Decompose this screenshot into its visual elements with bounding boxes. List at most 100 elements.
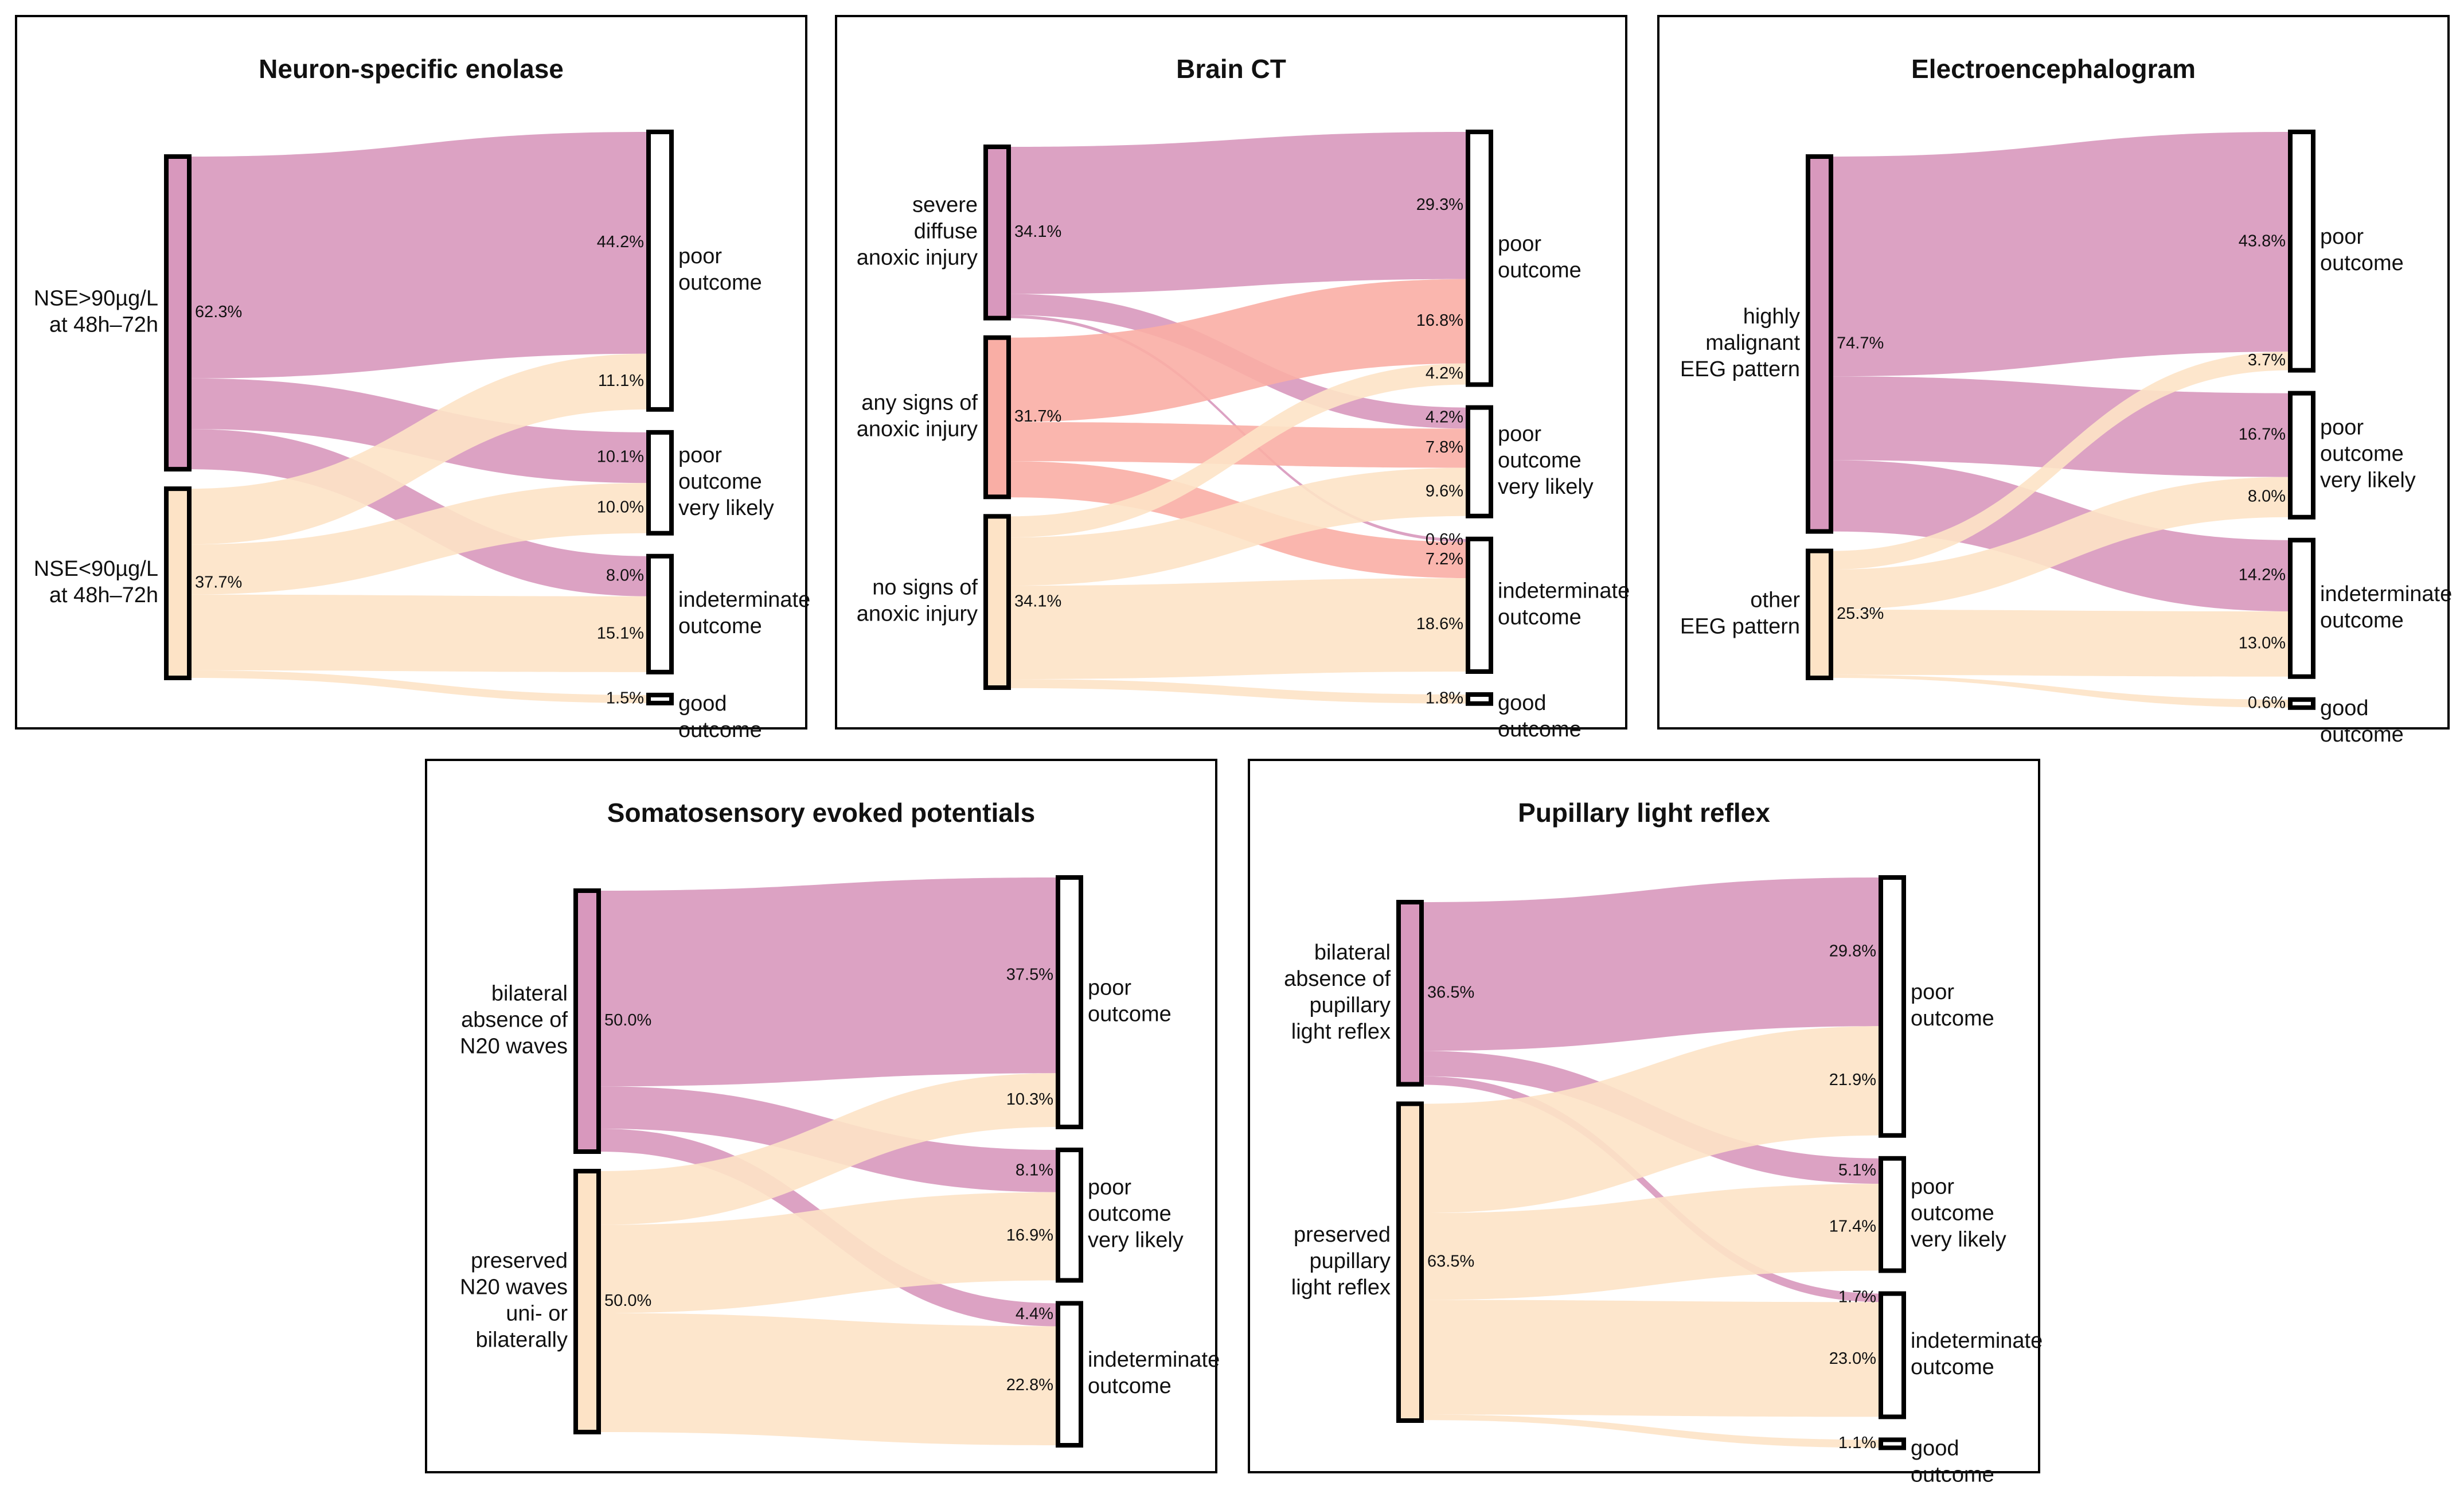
source-percent: 63.5% — [1427, 1252, 1474, 1270]
flow-percent: 18.6% — [1416, 615, 1463, 633]
flow-band — [1831, 674, 2290, 708]
panel-title: Brain CT — [1176, 54, 1286, 84]
flow-band — [1831, 352, 2290, 570]
flow-band — [189, 594, 649, 672]
source-node — [1396, 1101, 1424, 1423]
source-percent: 36.5% — [1427, 983, 1474, 1001]
source-node — [983, 514, 1011, 691]
panel-title: Somatosensory evoked potentials — [607, 798, 1035, 828]
flow-band — [599, 1192, 1058, 1313]
flow-group — [1422, 877, 1881, 1448]
flow-band — [1422, 1076, 1881, 1302]
target-node — [1056, 1147, 1083, 1283]
flow-group — [189, 132, 649, 703]
flow-percent: 10.1% — [597, 448, 644, 466]
target-node — [1879, 1291, 1906, 1419]
source-percent: 25.3% — [1837, 604, 1884, 623]
flow-band — [1422, 877, 1881, 1051]
panel-title: Electroencephalogram — [1911, 54, 2196, 84]
flow-band — [1009, 363, 1468, 538]
flow-percent: 11.1% — [598, 372, 644, 390]
target-node — [646, 430, 674, 536]
flow-percent: 0.6% — [1426, 531, 1463, 549]
flow-band — [1422, 1300, 1881, 1417]
source-node — [573, 888, 601, 1154]
flow-percent: 7.2% — [1426, 550, 1463, 568]
flow-percent: 5.1% — [1838, 1161, 1876, 1180]
flow-percent: 1.1% — [1838, 1434, 1876, 1452]
flow-band — [1009, 679, 1468, 704]
panel-title: Pupillary light reflex — [1518, 798, 1770, 828]
sankey-panel-4: Somatosensory evoked potentials bilateral… — [425, 759, 1220, 1473]
flow-percent: 14.2% — [2239, 566, 2286, 584]
panel-title: Neuron-specific enolase — [259, 54, 564, 84]
flow-band — [1422, 1026, 1881, 1214]
flow-percent: 21.9% — [1829, 1071, 1876, 1089]
flow-percent: 13.0% — [2239, 634, 2286, 653]
flow-percent: 1.5% — [606, 689, 644, 708]
flow-percent: 4.4% — [1016, 1305, 1053, 1323]
source-node — [983, 145, 1011, 321]
source-percent: 37.7% — [195, 574, 242, 592]
flow-percent: 17.4% — [1829, 1218, 1876, 1236]
source-percent: 50.0% — [604, 1011, 651, 1029]
flow-percent: 15.1% — [597, 624, 644, 642]
flow-percent: 10.0% — [597, 498, 644, 517]
target-node — [646, 130, 674, 412]
source-percent: 50.0% — [604, 1292, 651, 1310]
source-node — [983, 335, 1011, 500]
target-node — [1466, 536, 1493, 674]
flow-band — [189, 132, 649, 379]
flow-group — [599, 877, 1058, 1445]
flow-percent: 22.8% — [1006, 1376, 1053, 1394]
source-percent: 34.1% — [1014, 592, 1061, 610]
flow-band — [1009, 279, 1468, 422]
target-node — [646, 692, 674, 705]
flow-band — [599, 1073, 1058, 1225]
target-node — [1466, 405, 1493, 518]
flow-percent: 16.9% — [1006, 1226, 1053, 1245]
target-node — [2288, 391, 2315, 520]
flow-band — [189, 429, 649, 596]
target-node — [1466, 692, 1493, 706]
flow-band — [1831, 610, 2290, 677]
flow-band — [1831, 376, 2290, 477]
flow-percent: 10.3% — [1006, 1090, 1053, 1109]
panel-frame — [1657, 15, 2450, 730]
source-node — [164, 486, 192, 680]
flow-percent: 4.2% — [1426, 408, 1463, 427]
target-node — [2288, 537, 2315, 679]
flow-band — [599, 1313, 1058, 1445]
flow-band — [189, 353, 649, 545]
flow-percent: 29.3% — [1416, 196, 1463, 214]
flow-band — [1009, 578, 1468, 680]
flow-band — [189, 483, 649, 595]
target-node — [1466, 130, 1493, 387]
